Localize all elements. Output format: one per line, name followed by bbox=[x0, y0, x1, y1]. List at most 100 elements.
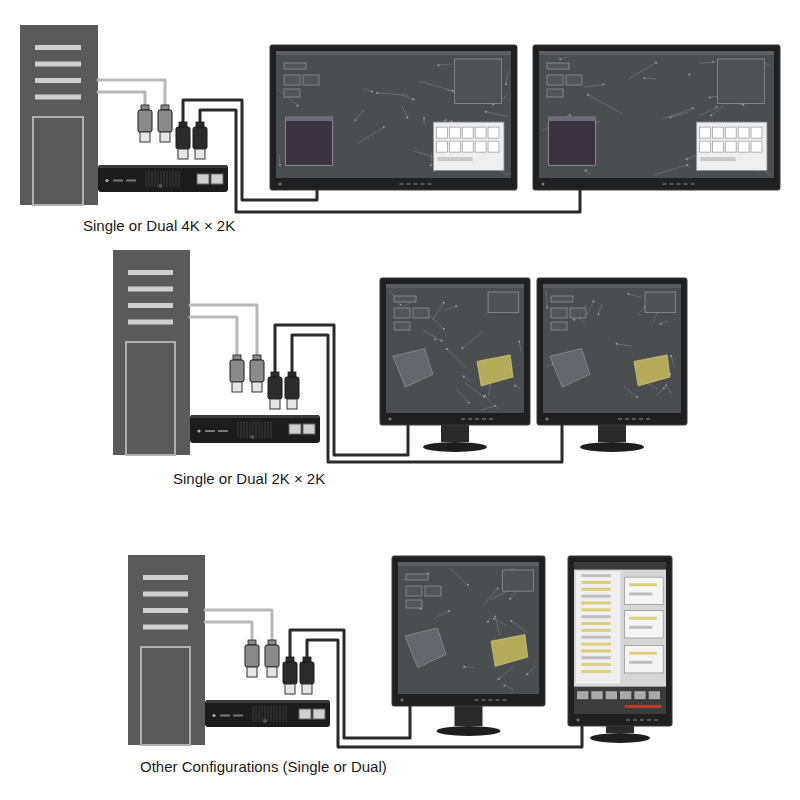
dialog-cell bbox=[449, 127, 460, 138]
list-strip bbox=[581, 615, 610, 618]
monitor-button bbox=[647, 719, 651, 721]
route-line bbox=[438, 64, 451, 65]
screen-menubar bbox=[276, 51, 511, 55]
list-window bbox=[285, 117, 332, 165]
track-dot bbox=[354, 119, 356, 121]
list-strip bbox=[581, 656, 610, 659]
route-line bbox=[464, 666, 474, 667]
plug-tip bbox=[247, 667, 257, 677]
route-line bbox=[481, 406, 495, 410]
route-line bbox=[486, 112, 508, 117]
plug-strain-relief bbox=[233, 355, 241, 360]
route-line bbox=[401, 95, 413, 99]
route-line bbox=[506, 71, 508, 85]
plug-body bbox=[138, 110, 152, 132]
overview-window bbox=[502, 570, 533, 591]
track-dot bbox=[712, 61, 714, 63]
pc-tower bbox=[128, 555, 205, 745]
screen-menubar bbox=[539, 51, 774, 55]
info-box bbox=[394, 322, 410, 330]
overview-window bbox=[645, 292, 675, 313]
track-dot bbox=[423, 117, 425, 119]
drive-slot bbox=[35, 78, 81, 83]
track-dot bbox=[399, 304, 401, 306]
route-line bbox=[433, 303, 444, 319]
list-strip bbox=[581, 643, 610, 646]
track-dot bbox=[687, 164, 689, 166]
device-jack bbox=[250, 435, 254, 439]
ethernet-port bbox=[303, 424, 315, 434]
track-dot bbox=[670, 355, 672, 357]
info-box bbox=[551, 322, 567, 330]
track-dot bbox=[279, 164, 281, 166]
list-strip bbox=[581, 595, 610, 598]
device-rib bbox=[268, 421, 269, 438]
track-dot bbox=[505, 83, 507, 85]
track-dot bbox=[526, 673, 528, 675]
plug-tip bbox=[160, 132, 170, 142]
footer-button bbox=[649, 691, 660, 699]
plug-strain-relief bbox=[303, 657, 311, 662]
route-line bbox=[444, 306, 456, 310]
panel-strip bbox=[629, 617, 657, 620]
track-dot bbox=[569, 114, 571, 116]
monitor-button bbox=[496, 699, 500, 701]
track-dot bbox=[443, 328, 445, 330]
device-top-edge bbox=[191, 415, 319, 418]
track-dot bbox=[485, 111, 487, 113]
route-line bbox=[644, 78, 655, 80]
track-dot bbox=[494, 616, 496, 618]
device-led bbox=[105, 179, 108, 182]
screen-menubar bbox=[543, 284, 681, 288]
device-rib bbox=[256, 706, 257, 722]
device-led bbox=[212, 714, 215, 717]
route-line bbox=[447, 349, 466, 367]
track-dot bbox=[665, 385, 667, 387]
info-box bbox=[413, 308, 429, 318]
device-rib bbox=[253, 706, 254, 722]
drive-slot bbox=[143, 625, 188, 630]
device-marking bbox=[205, 430, 215, 432]
track-dot bbox=[463, 375, 465, 377]
panel-strip bbox=[629, 652, 657, 655]
route-line bbox=[504, 685, 513, 689]
track-dot bbox=[602, 84, 604, 86]
screen bbox=[276, 51, 511, 178]
track-dot bbox=[587, 94, 589, 96]
plug-tip bbox=[252, 382, 262, 392]
plug-strain-relief bbox=[268, 640, 276, 645]
route-line bbox=[699, 107, 717, 116]
plug-strain-relief bbox=[179, 122, 187, 127]
route-line bbox=[583, 85, 604, 87]
plug-strain-relief bbox=[141, 105, 149, 110]
route-line bbox=[527, 666, 536, 675]
route-line bbox=[435, 339, 436, 340]
device-rib bbox=[167, 171, 168, 187]
cable bbox=[190, 305, 257, 355]
device-rib bbox=[256, 421, 257, 438]
info-box bbox=[551, 308, 567, 318]
configuration-caption: Single or Dual 2K × 2K bbox=[173, 470, 325, 487]
drive-slot bbox=[143, 575, 188, 580]
route-line bbox=[560, 57, 568, 59]
overview-window bbox=[718, 59, 765, 103]
monitor-base bbox=[590, 733, 650, 743]
device-rib bbox=[259, 421, 260, 438]
side-panel bbox=[625, 611, 664, 638]
plug-strain-relief bbox=[248, 640, 256, 645]
route-line bbox=[423, 330, 441, 340]
plug-body bbox=[268, 377, 282, 399]
plug-body bbox=[245, 645, 259, 667]
monitor-logo bbox=[279, 183, 282, 186]
track-dot bbox=[467, 584, 469, 586]
device-rib bbox=[152, 171, 153, 187]
track-dot bbox=[643, 77, 645, 79]
device-marking bbox=[233, 715, 243, 717]
device-rib bbox=[262, 706, 263, 722]
track-dot bbox=[597, 313, 599, 315]
monitor-button bbox=[691, 183, 695, 185]
monitor-button bbox=[489, 699, 493, 701]
route-line bbox=[587, 301, 594, 316]
monitor-button bbox=[428, 183, 432, 185]
